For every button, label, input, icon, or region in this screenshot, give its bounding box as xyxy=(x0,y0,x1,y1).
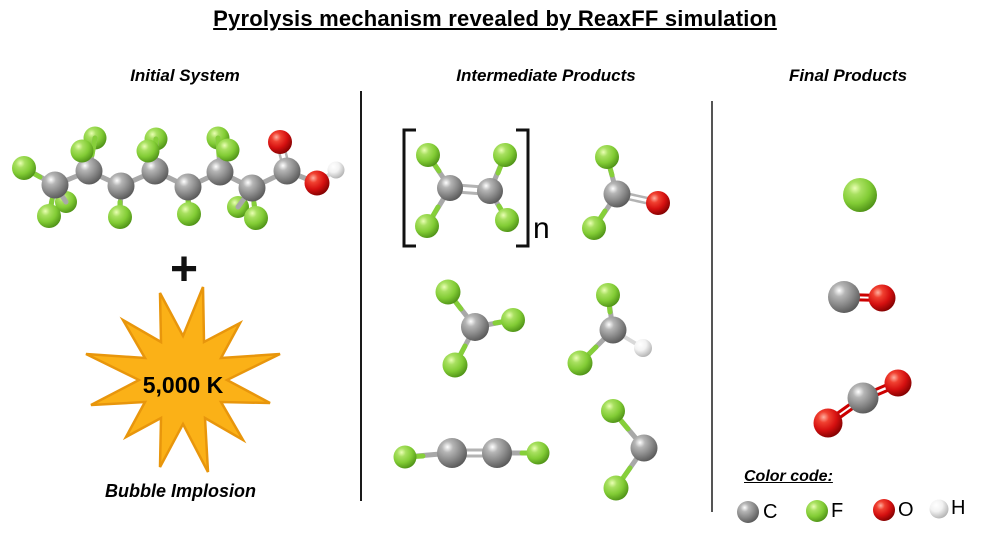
fluorine-atom xyxy=(37,204,61,228)
hydrogen-atom xyxy=(327,161,345,179)
column-header-final-products: Final Products xyxy=(788,66,908,85)
oxygen-atom xyxy=(268,130,292,154)
oxygen-atom xyxy=(646,191,670,215)
carbon-atom xyxy=(273,157,301,185)
fluorine-atom xyxy=(435,279,461,305)
carbon-atom xyxy=(437,438,467,468)
fluorine-atom xyxy=(601,399,625,423)
cof2-molecule xyxy=(582,145,670,240)
temperature-label: 5,000 K xyxy=(142,372,224,398)
fluorine-atom xyxy=(442,352,468,378)
left-bracket xyxy=(402,128,416,248)
fluorine-atom xyxy=(12,156,36,180)
co-molecule xyxy=(828,281,896,313)
carbon-atom xyxy=(41,171,69,199)
fluorine-atom xyxy=(493,143,517,167)
right-bracket xyxy=(516,128,530,248)
fluorine-atom xyxy=(596,283,620,307)
fluorine-atom xyxy=(415,214,439,238)
carbon-atom xyxy=(477,178,503,204)
fluorine-atom xyxy=(244,206,268,230)
carbon-atom xyxy=(461,313,489,341)
carbon-atoms xyxy=(41,157,301,202)
bubble-implosion-caption: Bubble Implosion xyxy=(105,481,256,501)
carbon-atom xyxy=(174,173,202,201)
hydrogen-legend-sphere xyxy=(929,499,949,519)
carbon-atom xyxy=(630,434,658,462)
oxygen-legend-sphere xyxy=(873,499,895,521)
column-header-initial-system: Initial System xyxy=(130,66,240,85)
co2-molecule xyxy=(813,369,912,438)
fluorine-atom-product xyxy=(843,178,877,212)
cf2-radical xyxy=(601,399,658,501)
fluorine-atom xyxy=(216,138,240,162)
carbon-atom xyxy=(107,172,135,200)
carbon-atom xyxy=(238,174,266,202)
fluorine-atom xyxy=(603,475,629,501)
legend-label-carbon: C xyxy=(763,501,778,523)
fluorine-atom xyxy=(393,445,417,469)
legend-label-oxygen: O xyxy=(898,499,914,521)
column-divider-right xyxy=(711,101,713,512)
legend-spheres xyxy=(737,499,949,523)
column-header-intermediate-products: Intermediate Products xyxy=(456,66,636,85)
fluorine-atom xyxy=(582,216,606,240)
oxygen-atom xyxy=(813,408,843,438)
oxygen-atom xyxy=(884,369,912,397)
carbon-atom xyxy=(75,157,103,185)
carbon-atom xyxy=(437,175,463,201)
carbon-atom xyxy=(141,157,169,185)
plus-sign: + xyxy=(169,243,199,296)
cf3-radical xyxy=(435,279,525,378)
fluorine-atom xyxy=(416,143,440,167)
fluorine-atom xyxy=(70,139,94,163)
page-title: Pyrolysis mechanism revealed by ReaxFF s… xyxy=(213,6,777,31)
carbon-atom xyxy=(847,382,879,414)
oxygen-atom xyxy=(868,284,896,312)
chf2-radical xyxy=(567,283,652,376)
fluorine-atom xyxy=(495,208,519,232)
legend-label-hydrogen: H xyxy=(951,497,966,519)
carbon-atom xyxy=(482,438,512,468)
fluorine-atom xyxy=(136,139,160,163)
fluorine-atom xyxy=(567,350,593,376)
legend-label-fluorine: F xyxy=(831,500,844,522)
legend-heading: Color code: xyxy=(744,468,833,485)
carbon-atom xyxy=(599,316,627,344)
carbon-atom xyxy=(603,180,631,208)
column-divider-left xyxy=(360,91,362,501)
fluorine-legend-sphere xyxy=(806,500,828,522)
fluorine-atom xyxy=(501,308,525,332)
tfe-polymer-unit xyxy=(402,128,530,248)
carbon-atom xyxy=(828,281,860,313)
pfoa-molecule xyxy=(12,126,345,230)
fluorine-atom xyxy=(526,441,550,465)
hydrogen-atom xyxy=(634,339,652,357)
fluorine-atom xyxy=(108,205,132,229)
carbon-legend-sphere xyxy=(737,501,759,523)
c2f2-molecule xyxy=(393,438,550,469)
oxygen-atom xyxy=(304,170,330,196)
fluorine-atoms xyxy=(12,138,268,230)
polymer-subscript-n: n xyxy=(533,212,550,245)
fluorine-atom xyxy=(177,202,201,226)
carbon-atom xyxy=(206,158,234,186)
starburst-shape xyxy=(85,286,281,473)
fluorine-atom xyxy=(595,145,619,169)
